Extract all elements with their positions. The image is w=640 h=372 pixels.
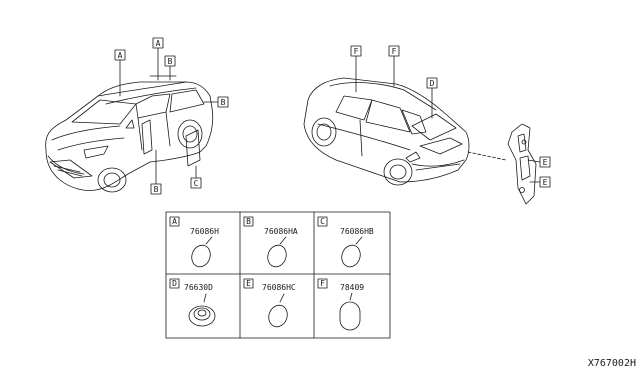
callout-b-roof-label: B [168,57,173,66]
legend-cell-c-letter: C [320,217,325,226]
legend-cell-e: E 76086HC [243,278,296,328]
round-seal-icon [267,244,287,268]
grommet-icon [188,305,216,327]
legend-cell-d: D 76630D [169,278,216,327]
legend-cell-b: B 76086HA [243,216,298,268]
callout-f-left-label: F [354,47,359,56]
legend-cell-a: A 76086H [169,216,219,268]
legend-cell-d-letter: D [172,279,177,288]
callout-leader-lines-right [355,55,541,183]
round-seal-icon [341,244,361,268]
legend-cell-a-part-number: 76086H [190,227,219,236]
callout-f-right: F [388,45,400,57]
round-seal-icon [191,244,211,268]
legend-cell-b-part-number: 76086HA [264,227,298,236]
callout-b-bottom: B [150,183,162,195]
oval-pad-icon [339,301,361,331]
legend-cell-d-part-number: 76630D [184,283,213,292]
callout-f-right-label: F [392,47,397,56]
legend-cell-e-part-number: 76086HC [262,283,296,292]
callout-d-rear: D [426,77,438,89]
callout-b-bottom-label: B [154,185,159,194]
vehicle-front-view [45,81,214,193]
legend-cell-b-letter: B [246,217,251,226]
parts-legend-table [165,211,391,339]
diagram-code: X767002H [588,358,636,369]
callout-e-lower-label: E [543,178,548,187]
legend-cell-f: F 78409 [317,278,364,331]
callout-c-bottom: C [190,177,202,189]
callout-b-roof: B [164,55,176,67]
callout-a-front: A [114,49,126,61]
callout-f-left: F [350,45,362,57]
callout-d-rear-label: D [430,79,435,88]
callout-a-roof: A [152,37,164,49]
pillar-detail [507,123,537,205]
legend-cell-c-part-number: 76086HB [340,227,374,236]
legend-cell-c: C 76086HB [317,216,374,268]
round-seal-icon [268,304,288,328]
legend-cell-f-part-number: 78409 [340,283,364,292]
legend-cell-a-letter: A [172,217,177,226]
callout-a-roof-label: A [156,39,161,48]
callout-e-lower: E [539,176,551,188]
legend-cell-f-letter: F [320,279,325,288]
vehicle-rear-view [303,77,470,186]
callout-c-bottom-label: C [194,179,199,188]
callout-b-rear-label: B [221,98,226,107]
callout-b-rear: B [217,96,229,108]
callout-e-upper-label: E [543,158,548,167]
callout-leader-lines-left [119,47,219,185]
callout-a-front-label: A [118,51,123,60]
callout-e-upper: E [539,156,551,168]
legend-cell-e-letter: E [246,279,251,288]
